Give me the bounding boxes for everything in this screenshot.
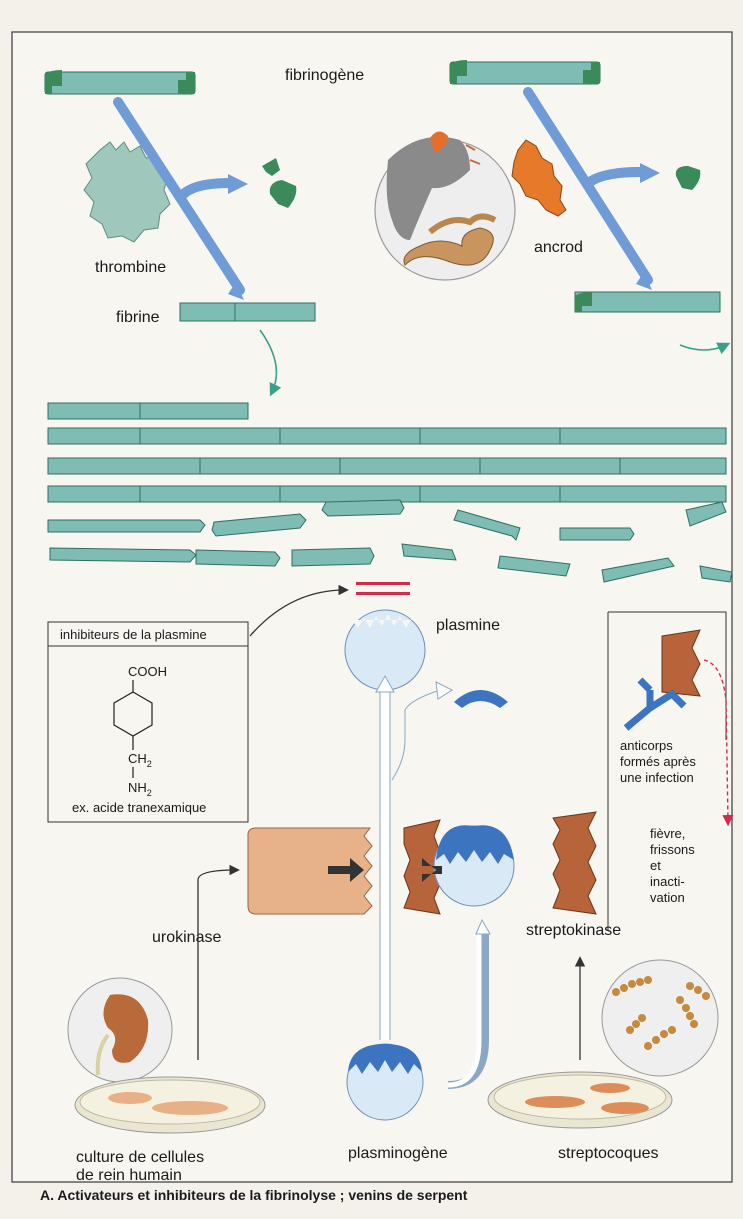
fibrin-monomer-right [575,292,720,312]
nh2-label: NH [128,780,147,795]
kidney-culture-label-1: culture de cellules [76,1149,204,1166]
urokinase-label: urokinase [152,929,221,946]
inhibition-bar-bottom [356,592,410,595]
fibrin-monomer [180,303,315,321]
streptokinase-label: streptokinase [526,922,621,939]
plasmin-label: plasmine [436,617,500,634]
ch2-subscript: 2 [147,759,152,769]
inhibition-bar-top [356,582,410,585]
antibody-label-2: formés après [620,754,696,769]
antibody-label-1: anticorps [620,738,673,753]
fever-label-2: frissons [650,842,695,857]
ch2-label: CH [128,751,147,766]
plasminogen-molecule [347,1044,423,1120]
antibody-label-3: une infection [620,770,694,785]
fibrinogen-molecule-left [45,70,195,95]
cooh-label: COOH [128,664,167,679]
kidney-culture-label-2: de rein humain [76,1167,182,1184]
plasminogen-label: plasminogène [348,1145,448,1162]
streptokinase-antigen [662,630,700,696]
tranexamic-acid-label: ex. acide tranexamique [72,800,206,815]
nh2-subscript: 2 [147,788,152,798]
ancrod-label: ancrod [534,239,583,256]
fibrinogen-molecule-right [450,60,600,85]
streptococci-label: streptocoques [558,1145,659,1162]
inhibitors-label: inhibiteurs de la plasmine [60,627,207,642]
fibrin-label: fibrine [116,309,160,326]
thrombin-label: thrombine [95,259,166,276]
fibrinogen-label: fibrinogène [285,67,364,84]
fever-label-1: fièvre, [650,826,685,841]
fever-label-5: vation [650,890,685,905]
figure-caption: A. Activateurs et inhibiteurs de la fibr… [40,1187,468,1203]
fever-label-4: inacti- [650,874,685,889]
fever-label-3: et [650,858,661,873]
